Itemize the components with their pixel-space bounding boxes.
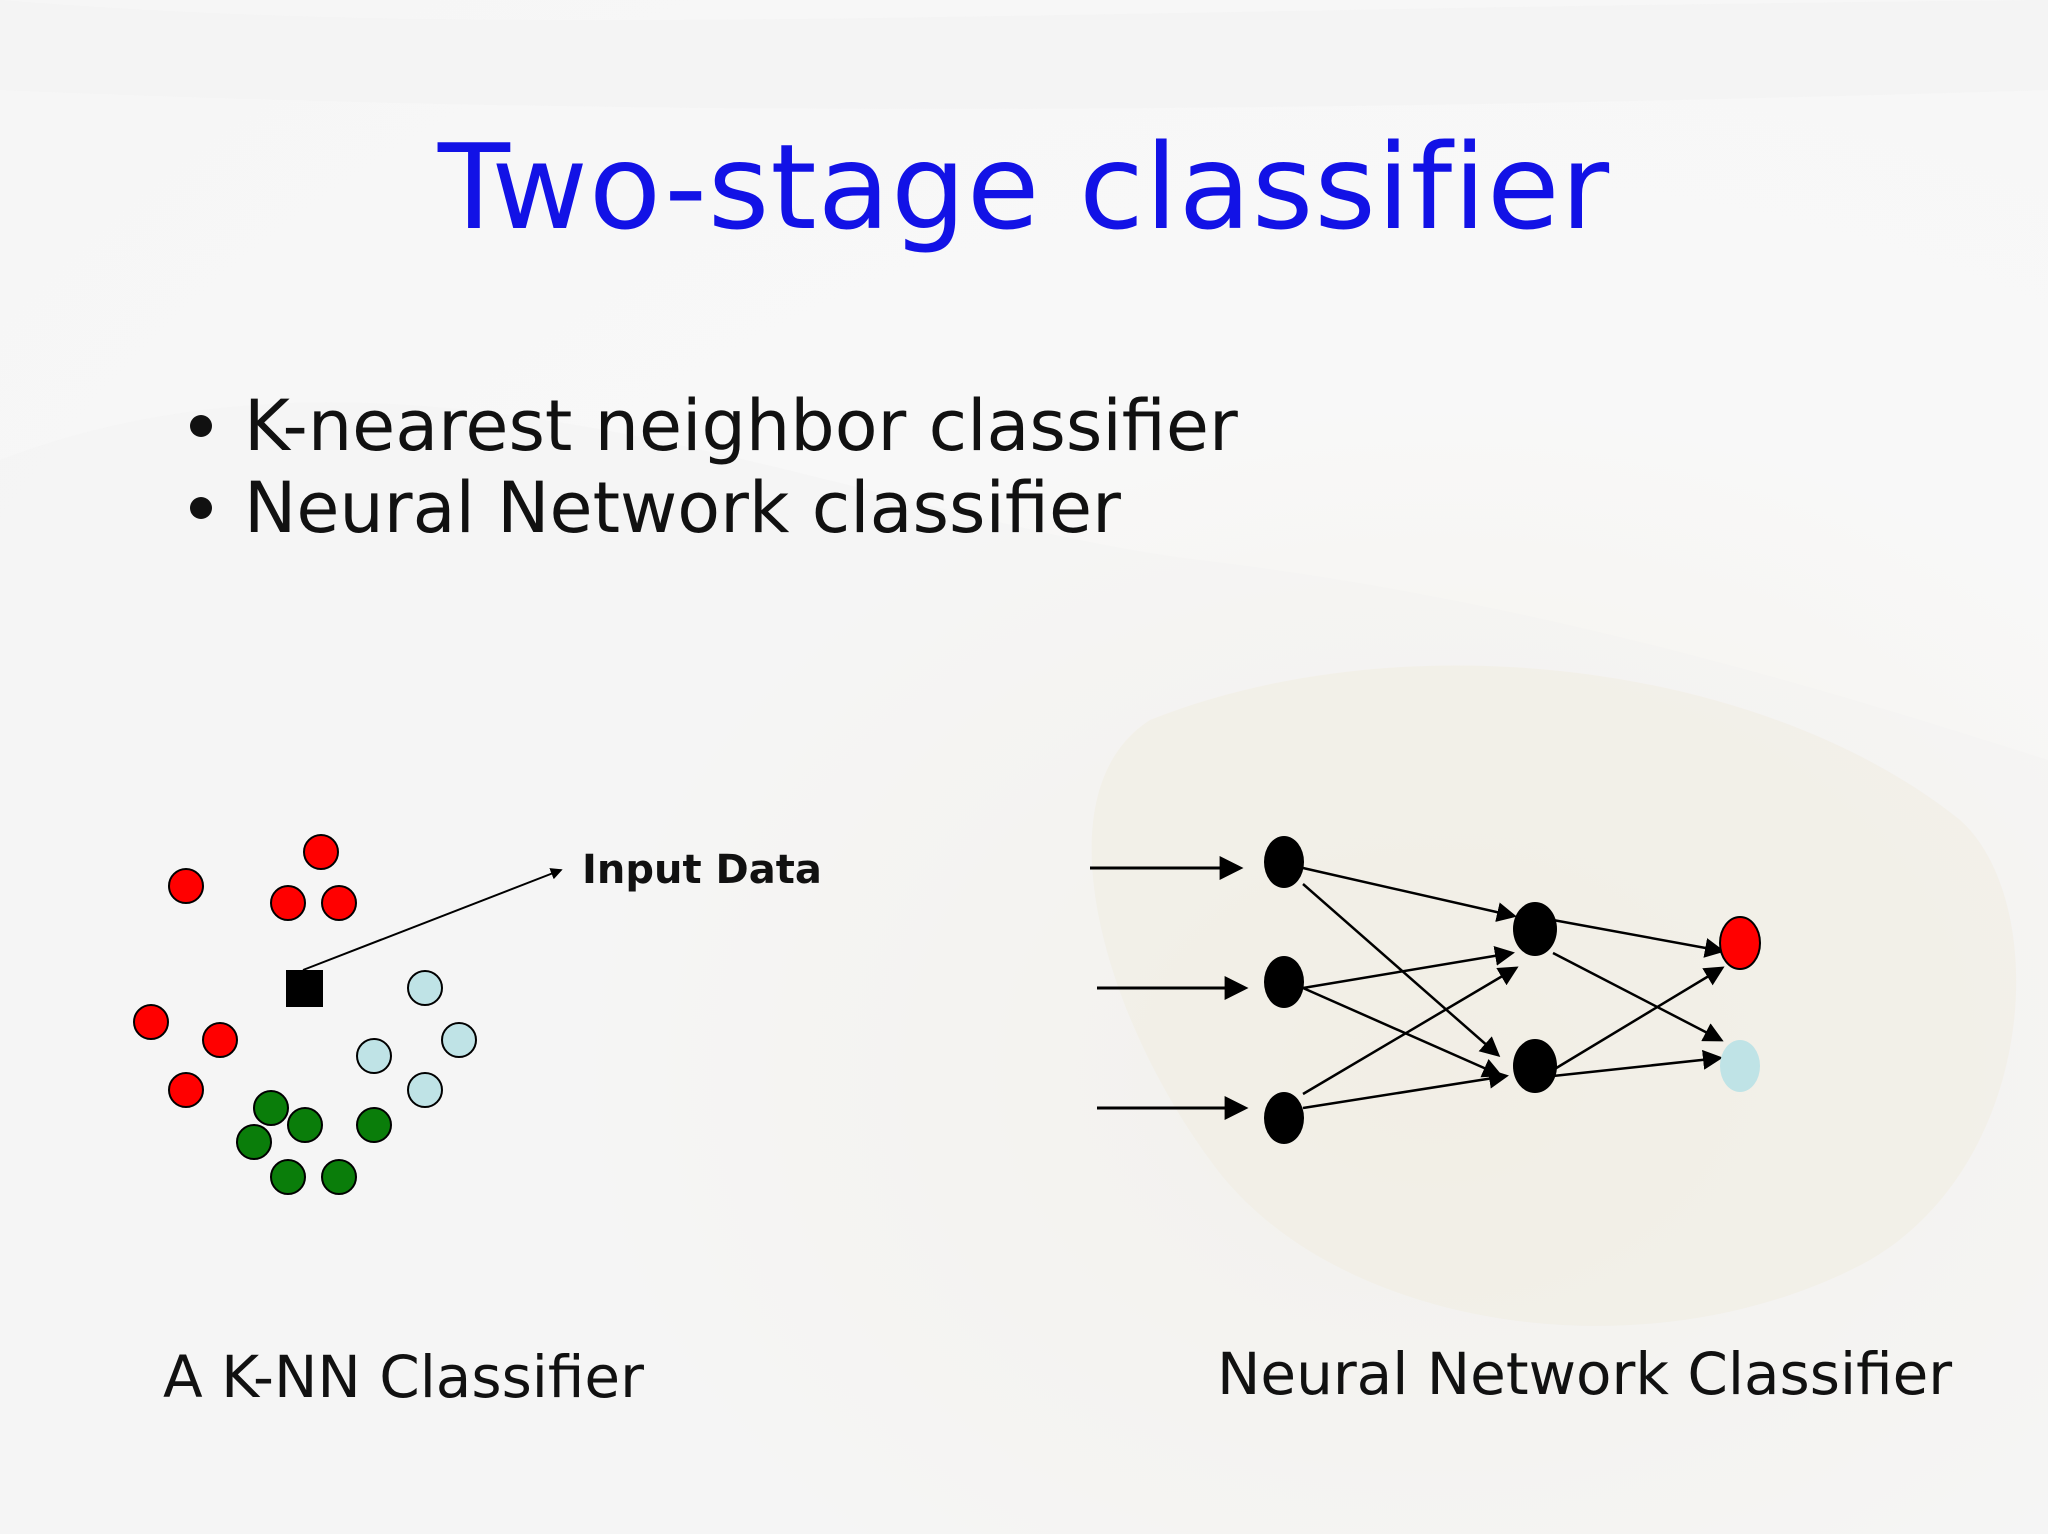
bullet-item: Neural Network classifier — [190, 467, 1238, 549]
input-data-label: Input Data — [582, 847, 822, 893]
nn-edge — [1302, 945, 1515, 990]
hidden-node — [1513, 1039, 1557, 1093]
nn-diagram — [1090, 836, 1761, 1144]
light-blue-point — [441, 1022, 477, 1058]
bullet-icon — [190, 415, 212, 437]
bullet-text: K-nearest neighbor classifier — [244, 385, 1238, 467]
green-point — [356, 1107, 392, 1143]
red-point — [321, 885, 357, 921]
red-point — [202, 1022, 238, 1058]
nn-edge — [1302, 966, 1519, 1096]
slide-title: Two-stage classifier — [437, 118, 1611, 256]
light-blue-point — [407, 1072, 443, 1108]
input-node — [1264, 1092, 1304, 1144]
nn-edge — [1552, 1049, 1723, 1078]
green-point — [321, 1159, 357, 1195]
hidden-node — [1513, 902, 1557, 956]
nn-edge — [1302, 866, 1517, 922]
nn-edge — [1552, 966, 1725, 1072]
bullet-text: Neural Network classifier — [244, 467, 1121, 549]
output-node-red — [1719, 916, 1761, 970]
nn-edge — [1552, 918, 1725, 958]
nn-edge — [1552, 951, 1724, 1042]
input-data-point — [286, 970, 323, 1007]
green-point — [253, 1090, 289, 1126]
green-point — [270, 1159, 306, 1195]
bullet-list: K-nearest neighbor classifier Neural Net… — [190, 385, 1238, 549]
red-point — [270, 885, 306, 921]
input-arrow — [302, 868, 563, 971]
light-blue-point — [356, 1038, 392, 1074]
light-blue-point — [407, 970, 443, 1006]
input-node — [1264, 836, 1304, 888]
knn-caption: A K-NN Classifier — [163, 1343, 644, 1411]
knn-diagram — [133, 834, 563, 1195]
green-point — [236, 1124, 272, 1160]
nn-caption: Neural Network Classifier — [1217, 1340, 1953, 1408]
nn-edge — [1302, 883, 1501, 1057]
output-node-light-blue — [1720, 1040, 1760, 1092]
nn-edge — [1302, 1068, 1509, 1110]
red-point — [303, 834, 339, 870]
red-point — [168, 868, 204, 904]
green-point — [287, 1107, 323, 1143]
bullet-icon — [190, 497, 212, 519]
red-point — [168, 1072, 204, 1108]
input-node — [1264, 956, 1304, 1008]
nn-edge — [1302, 986, 1503, 1078]
bullet-item: K-nearest neighbor classifier — [190, 385, 1238, 467]
red-point — [133, 1004, 169, 1040]
